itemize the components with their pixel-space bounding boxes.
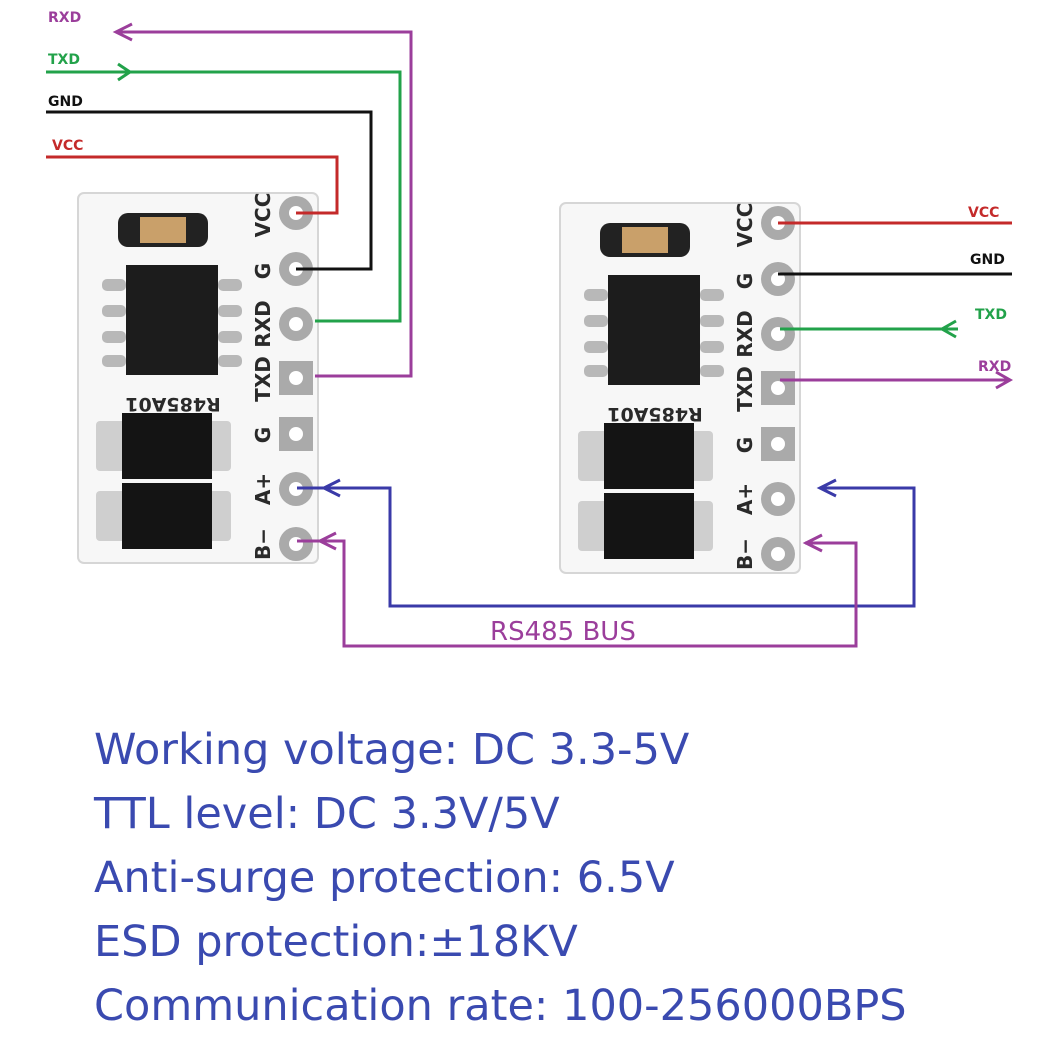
left-rxd-arrow-icon [112, 22, 133, 42]
left-gnd-label: GND [48, 94, 83, 110]
pin-label-vcc: VCC [733, 203, 757, 248]
left-rxd-wire [116, 30, 413, 378]
left-txd-label: TXD [48, 52, 80, 68]
spec-anti-surge: Anti-surge protection: 6.5V [94, 853, 675, 903]
pin-labels: VCC G RXD TXD G A+ B− [733, 203, 757, 570]
left-b-arrow-icon [316, 531, 337, 551]
pin-label-txd: TXD [251, 356, 275, 402]
right-a-arrow-icon [816, 478, 837, 498]
pin-label-a: A+ [251, 473, 275, 505]
right-gnd-label: GND [970, 252, 1005, 268]
left-txd-wire [46, 70, 402, 323]
spec-list: Working voltage: DC 3.3-5V TTL level: DC… [94, 718, 907, 1038]
pin-label-txd: TXD [733, 366, 757, 412]
right-txd-arrow-icon [938, 319, 957, 339]
left-vcc-wire [46, 155, 339, 215]
left-wires [46, 22, 413, 378]
left-vcc-label: VCC [52, 138, 83, 154]
left-rxd-label: RXD [48, 10, 81, 26]
pin-label-vcc: VCC [251, 193, 275, 238]
pin-label-a: A+ [733, 483, 757, 515]
part-number: R485A01 [125, 393, 220, 415]
spec-ttl-level: TTL level: DC 3.3V/5V [94, 789, 560, 839]
pin-label-g2: G [733, 437, 757, 453]
spec-communication-rate: Communication rate: 100-256000BPS [94, 981, 907, 1031]
right-module: VCC G RXD TXD G A+ B− R485A01 [559, 202, 801, 574]
pin-label-g1: G [251, 263, 275, 279]
pin-label-rxd: RXD [251, 300, 275, 347]
bus-b-line [297, 539, 858, 648]
left-module: VCC G RXD TXD G A+ B− R485A01 [77, 192, 319, 564]
left-gnd-wire [46, 110, 373, 271]
left-a-arrow-icon [320, 478, 341, 498]
bus-a-line [297, 486, 916, 608]
right-rxd-arrow-icon [995, 370, 1014, 390]
pin-label-g2: G [251, 427, 275, 443]
right-rxd-label: RXD [978, 359, 1011, 375]
rs485-bus [297, 478, 916, 648]
right-txd-label: TXD [975, 307, 1007, 323]
bus-label: RS485 BUS [490, 617, 636, 647]
pin-label-b: B− [251, 528, 275, 560]
pin-label-rxd: RXD [733, 310, 757, 357]
pin-labels: VCC G RXD TXD G A+ B− [251, 193, 275, 560]
left-txd-arrow-icon [117, 62, 133, 82]
wiring-diagram: VCC G RXD TXD G A+ B− R485A01 VCC G RXD … [46, 10, 1014, 648]
pin-label-g1: G [733, 273, 757, 289]
right-b-arrow-icon [802, 533, 823, 553]
right-wires [778, 221, 1014, 390]
part-number: R485A01 [607, 403, 702, 425]
pin-label-b: B− [733, 538, 757, 570]
right-vcc-label: VCC [968, 205, 999, 221]
spec-working-voltage: Working voltage: DC 3.3-5V [94, 725, 690, 775]
spec-esd-protection: ESD protection:±18KV [94, 917, 578, 967]
